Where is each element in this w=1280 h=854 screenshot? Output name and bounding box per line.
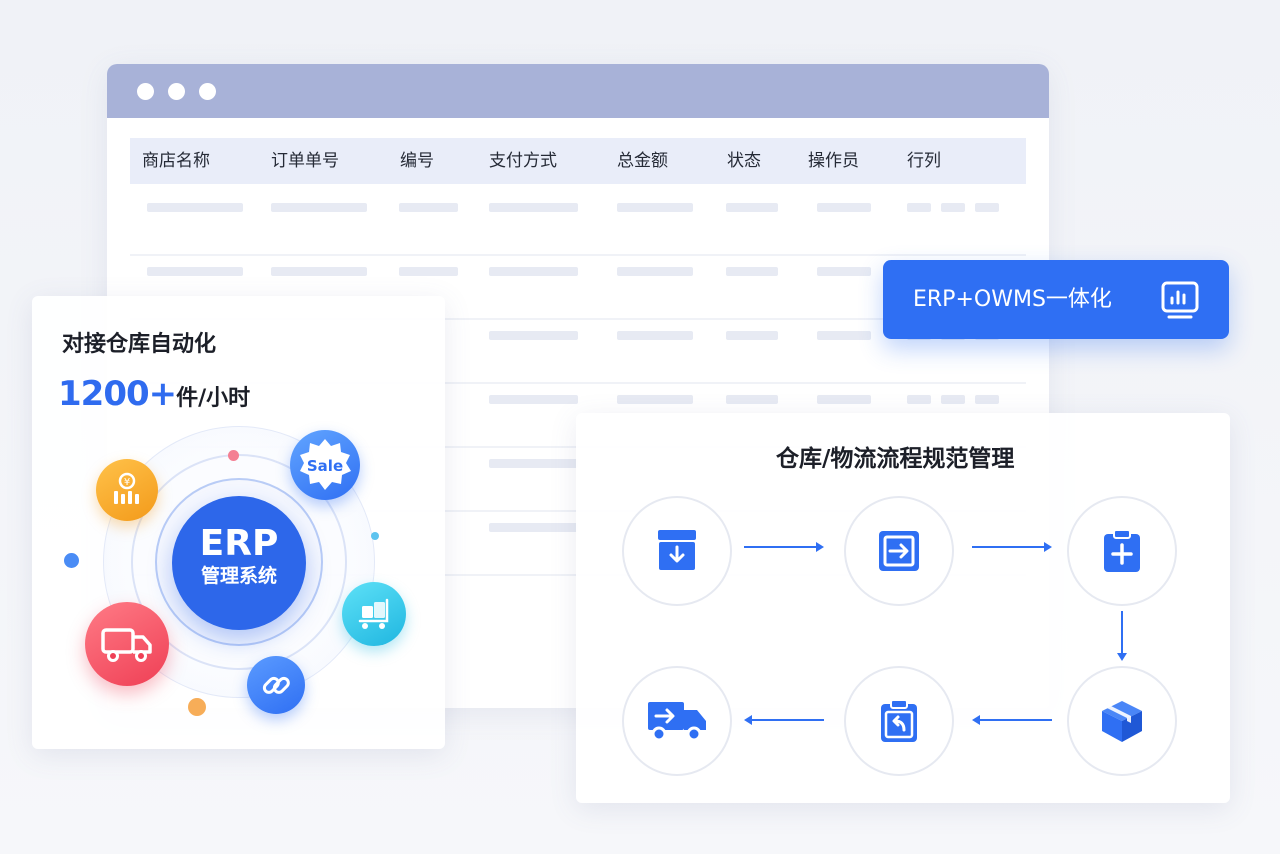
column-header-id[interactable]: 编号 xyxy=(400,151,434,171)
placeholder-bar xyxy=(941,395,965,404)
step-return[interactable] xyxy=(844,666,954,776)
monitor-chart-icon xyxy=(1161,281,1199,319)
sale-starburst: Sale xyxy=(300,439,351,490)
placeholder-bar xyxy=(399,267,458,276)
column-header-order-number[interactable]: 订单单号 xyxy=(271,151,339,171)
link-glyph xyxy=(262,676,290,694)
process-title: 仓库/物流流程规范管理 xyxy=(776,446,1015,472)
inbox-download-icon xyxy=(658,530,696,570)
clipboard-return-icon xyxy=(881,699,917,742)
decor-dot xyxy=(188,698,206,716)
column-header-operator[interactable]: 操作员 xyxy=(808,151,859,171)
placeholder-bar xyxy=(817,203,871,212)
step-transfer[interactable] xyxy=(844,496,954,606)
placeholder-bar xyxy=(489,523,578,532)
placeholder-bar xyxy=(147,267,243,276)
arrow-down xyxy=(1117,611,1127,661)
throughput-unit: 件/小时 xyxy=(176,386,251,411)
placeholder-bar xyxy=(907,395,931,404)
window-control-dot[interactable] xyxy=(137,82,154,100)
step-delivery[interactable] xyxy=(622,666,732,776)
arrow-right-1 xyxy=(744,542,824,552)
placeholder-bar xyxy=(399,203,458,212)
table-header: 商店名称 订单单号 编号 支付方式 总金额 状态 操作员 行列 xyxy=(130,138,1026,184)
step-add-order[interactable] xyxy=(1067,496,1177,606)
placeholder-bar xyxy=(489,267,578,276)
sale-badge-icon[interactable]: Sale xyxy=(290,430,360,500)
money-bar-icon-glyph: ¥ xyxy=(114,472,139,504)
step-packing[interactable] xyxy=(1067,666,1177,776)
column-header-store-name[interactable]: 商店名称 xyxy=(142,151,210,171)
table-row[interactable] xyxy=(130,256,1026,320)
column-header-total-amount[interactable]: 总金额 xyxy=(617,151,668,171)
card-title: 对接仓库自动化 xyxy=(62,332,217,357)
truck-icon[interactable] xyxy=(85,602,169,686)
column-header-payment-method[interactable]: 支付方式 xyxy=(489,151,557,171)
delivery-truck-icon xyxy=(648,702,706,742)
decor-dot xyxy=(228,450,239,461)
placeholder-bar xyxy=(817,395,871,404)
badge-label: ERP+OWMS一体化 xyxy=(913,287,1112,312)
placeholder-bar xyxy=(489,331,578,340)
arrow-right-2 xyxy=(972,542,1052,552)
link-icon[interactable] xyxy=(247,656,305,714)
placeholder-bar xyxy=(271,267,367,276)
window-control-dot[interactable] xyxy=(199,82,216,100)
placeholder-bar xyxy=(907,203,931,212)
placeholder-bar xyxy=(726,267,778,276)
decor-dot xyxy=(64,553,79,568)
window-control-dot[interactable] xyxy=(168,82,185,100)
money-bar-icon[interactable]: ¥ xyxy=(96,459,158,521)
svg-text:¥: ¥ xyxy=(124,477,130,488)
column-header-status[interactable]: 状态 xyxy=(727,151,761,171)
placeholder-bar xyxy=(617,267,693,276)
placeholder-bar xyxy=(726,395,778,404)
placeholder-bar xyxy=(817,331,871,340)
placeholder-bar xyxy=(975,395,999,404)
trolley-glyph xyxy=(358,598,389,629)
placeholder-bar xyxy=(489,203,578,212)
erp-title: ERP xyxy=(199,523,279,564)
erp-subtitle: 管理系统 xyxy=(200,565,277,587)
placeholder-bar xyxy=(617,395,693,404)
table-row[interactable] xyxy=(130,192,1026,256)
placeholder-bar xyxy=(975,203,999,212)
erp-system-core[interactable]: ERP 管理系统 xyxy=(172,496,306,630)
erp-owms-badge[interactable]: ERP+OWMS一体化 xyxy=(883,260,1229,339)
placeholder-bar xyxy=(726,331,778,340)
placeholder-bar xyxy=(271,203,367,212)
column-header-row-column[interactable]: 行列 xyxy=(907,151,941,171)
placeholder-bar xyxy=(147,203,243,212)
throughput-value: 1200+ xyxy=(58,374,177,414)
arrow-left-1 xyxy=(972,715,1052,725)
placeholder-bar xyxy=(489,459,578,468)
placeholder-bar xyxy=(941,203,965,212)
sale-label: Sale xyxy=(307,457,343,475)
truck-glyph xyxy=(101,628,152,662)
placeholder-bar xyxy=(489,395,578,404)
placeholder-bar xyxy=(617,331,693,340)
placeholder-bar xyxy=(726,203,778,212)
transfer-box-icon xyxy=(879,531,919,571)
decor-dot xyxy=(371,532,379,540)
throughput-stat: 1200+件/小时 xyxy=(58,374,250,414)
window-titlebar xyxy=(107,64,1049,118)
placeholder-bar xyxy=(617,203,693,212)
trolley-icon[interactable] xyxy=(342,582,406,646)
arrow-left-2 xyxy=(744,715,824,725)
clipboard-plus-icon xyxy=(1104,529,1140,572)
step-inbound[interactable] xyxy=(622,496,732,606)
package-icon xyxy=(1102,701,1142,742)
placeholder-bar xyxy=(817,267,871,276)
orbit-ring-middle xyxy=(131,454,347,670)
process-card: 仓库/物流流程规范管理 xyxy=(576,413,1230,803)
